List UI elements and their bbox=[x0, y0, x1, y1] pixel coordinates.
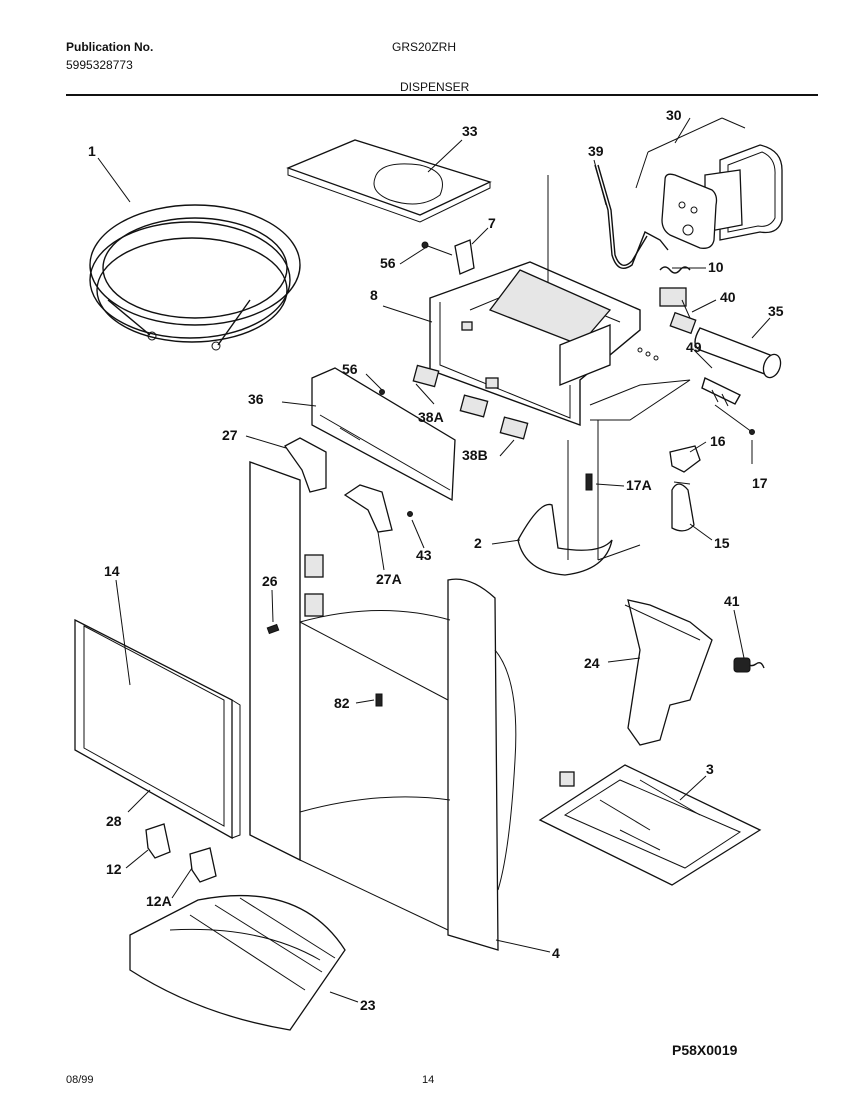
callout-12: 12 bbox=[106, 861, 122, 877]
callout-27: 27 bbox=[222, 427, 238, 443]
callout-17: 17 bbox=[752, 475, 768, 491]
callout-49: 49 bbox=[686, 339, 702, 355]
section-title: DISPENSER bbox=[400, 80, 470, 94]
part-14-28-door-panel bbox=[74, 618, 241, 840]
part-36-panel bbox=[311, 367, 456, 502]
part-30-housing bbox=[635, 117, 783, 249]
part-27A-lever bbox=[343, 484, 413, 533]
callout-1: 1 bbox=[88, 143, 96, 159]
part-39-wire-harness bbox=[547, 164, 669, 290]
part-17-screws bbox=[585, 404, 755, 491]
callout-35: 35 bbox=[768, 303, 784, 319]
callout-56: 56 bbox=[380, 255, 396, 271]
callout-3: 3 bbox=[706, 761, 714, 777]
part-1-tubing-coil bbox=[89, 204, 301, 351]
callout-39: 39 bbox=[588, 143, 604, 159]
part-24-actuator bbox=[624, 599, 765, 746]
diagram-code: P58X0019 bbox=[672, 1042, 738, 1058]
callout-2: 2 bbox=[474, 535, 482, 551]
part-8-frame bbox=[429, 261, 691, 427]
callout-15: 15 bbox=[714, 535, 730, 551]
callout-36: 36 bbox=[248, 391, 264, 407]
callout-16: 16 bbox=[710, 433, 726, 449]
callout-82: 82 bbox=[334, 695, 350, 711]
part-7-bracket bbox=[421, 239, 475, 275]
callout-17A: 17A bbox=[626, 477, 652, 493]
callout-33: 33 bbox=[462, 123, 478, 139]
callout-38A: 38A bbox=[418, 409, 444, 425]
part-27-bracket bbox=[284, 437, 327, 493]
callout-7: 7 bbox=[488, 215, 496, 231]
part-40-35-solenoid bbox=[669, 299, 782, 407]
callout-4: 4 bbox=[552, 945, 560, 961]
callout-27A: 27A bbox=[376, 571, 402, 587]
part-23-drip-tray bbox=[129, 894, 346, 1031]
callout-10: 10 bbox=[708, 259, 724, 275]
part-26-82-screws bbox=[266, 623, 383, 707]
callout-38B: 38B bbox=[462, 447, 488, 463]
part-3-heater-plate bbox=[538, 764, 762, 886]
leader-lines bbox=[97, 139, 771, 1003]
publication-number: 5995328773 bbox=[66, 58, 133, 72]
callout-24: 24 bbox=[584, 655, 600, 671]
callout-26: 26 bbox=[262, 573, 278, 589]
callout-30: 30 bbox=[666, 107, 682, 123]
part-38-switches bbox=[412, 364, 529, 440]
part-housing-walls bbox=[249, 461, 517, 951]
publication-label: Publication No. bbox=[66, 40, 154, 54]
callout-23: 23 bbox=[360, 997, 376, 1013]
page-number: 14 bbox=[422, 1074, 435, 1086]
callout-14: 14 bbox=[104, 563, 120, 579]
footer-date: 08/99 bbox=[66, 1074, 94, 1086]
header-rule bbox=[66, 94, 818, 96]
part-2-funnel bbox=[517, 420, 641, 576]
callout-12A: 12A bbox=[146, 893, 172, 909]
model-number: GRS20ZRH bbox=[392, 40, 457, 54]
callout-labels: 1 33 30 39 7 56 10 8 40 35 49 56 36 38A … bbox=[88, 107, 784, 1013]
callout-41: 41 bbox=[724, 593, 740, 609]
callout-40: 40 bbox=[720, 289, 736, 305]
part-33-top-plate bbox=[286, 139, 492, 223]
callout-8: 8 bbox=[370, 287, 378, 303]
part-12-clips bbox=[145, 823, 217, 883]
callout-43: 43 bbox=[416, 547, 432, 563]
part-10-spring bbox=[659, 266, 691, 307]
part-16-15-light bbox=[669, 445, 701, 532]
callout-28: 28 bbox=[106, 813, 122, 829]
callout-56b: 56 bbox=[342, 361, 358, 377]
